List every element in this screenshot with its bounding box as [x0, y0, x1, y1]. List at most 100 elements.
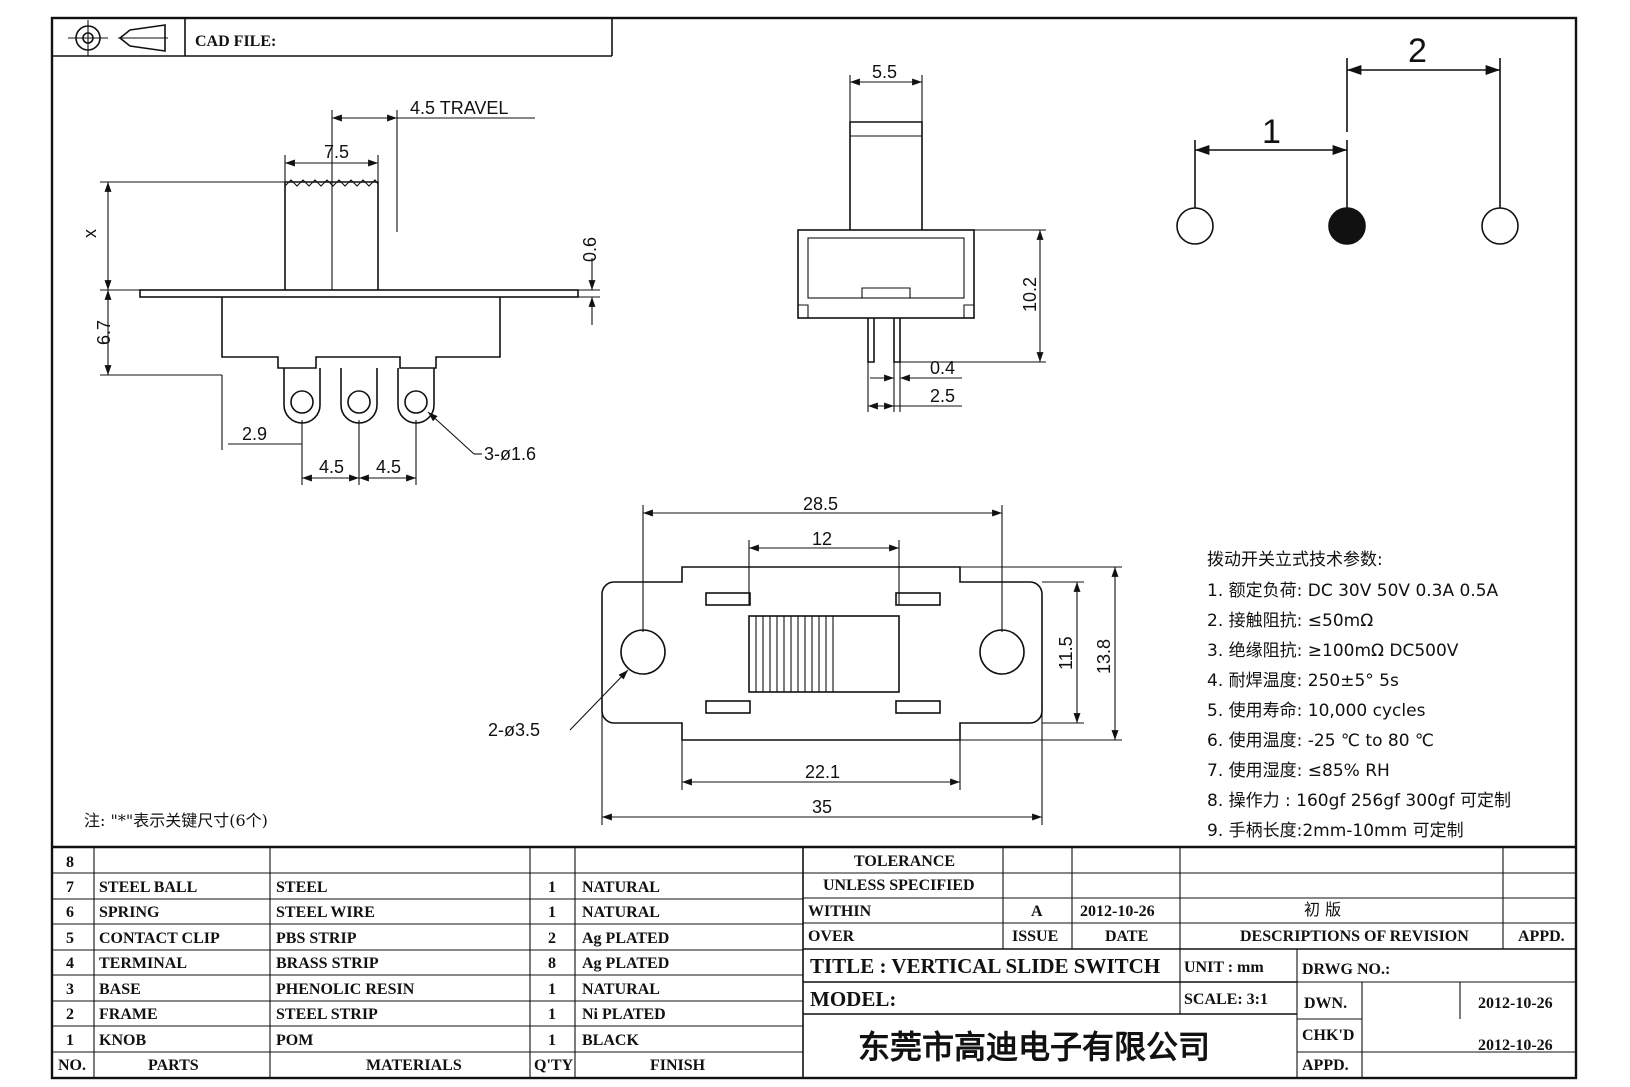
- spec-title: 拨动开关立式技术参数:: [1207, 550, 1383, 570]
- front-flange: [139, 289, 579, 298]
- bom-row: 5 CONTACT CLIP PBS STRIP 2 Ag PLATED: [66, 930, 669, 947]
- side-knob: [849, 121, 923, 230]
- unless-specified-label: UNLESS SPECIFIED: [823, 877, 975, 894]
- bom-material: STEEL WIRE: [276, 904, 375, 921]
- bom-row: 6 SPRING STEEL WIRE 1 NATURAL: [66, 904, 660, 921]
- drawn-label: DWN.: [1304, 995, 1347, 1012]
- mount-hole-right: [979, 629, 1025, 675]
- drawn-date: 2012-10-26: [1478, 995, 1553, 1012]
- bom-qty: 1: [548, 1032, 556, 1049]
- bottom-view: 28.5 12 11.5 13.8 2-ø3.5 22.1 35: [488, 494, 1122, 825]
- checked-label: CHK'D: [1302, 1027, 1354, 1044]
- bom-no: 3: [66, 981, 74, 998]
- bom-finish: Ag PLATED: [582, 930, 669, 947]
- bom-finish: BLACK: [582, 1032, 639, 1049]
- dim-flange: 0.6: [580, 237, 600, 262]
- header-box: CAD FILE:: [52, 18, 613, 57]
- bom-finish: Ag PLATED: [582, 955, 669, 972]
- spec-item: 6. 使用温度: -25 ℃ to 80 ℃: [1207, 730, 1434, 751]
- bom-material: STEEL STRIP: [276, 1006, 378, 1023]
- bom-finish: NATURAL: [582, 879, 660, 896]
- bom-no: 7: [66, 879, 74, 896]
- bom-material: POM: [276, 1032, 313, 1049]
- bom-no: 6: [66, 904, 74, 921]
- dim-pin-gap: 2.5: [930, 386, 955, 406]
- bom-header-row: NO. PARTS MATERIALS Q'TY FINISH: [58, 1057, 706, 1074]
- bom-material: PBS STRIP: [276, 930, 357, 947]
- switch-schematic: 1 2: [1176, 32, 1519, 245]
- unit-label: UNIT : mm: [1184, 959, 1264, 976]
- bom-no: 8: [66, 854, 74, 871]
- bom-table: 8 7 STEEL BALL STEEL 1 NATURAL 6 SPRING …: [52, 845, 1576, 1078]
- terminal-open-icon: [1176, 207, 1214, 245]
- terminal-common-icon: [1328, 207, 1366, 245]
- bom-material: PHENOLIC RESIN: [276, 981, 415, 998]
- approved-label: APPD.: [1302, 1057, 1349, 1074]
- bom-row: 2 FRAME STEEL STRIP 1 Ni PLATED: [66, 1006, 666, 1023]
- spec-item: 2. 接触阻抗: ≤50mΩ: [1207, 611, 1373, 631]
- bom-row: 7 STEEL BALL STEEL 1 NATURAL: [66, 879, 660, 896]
- bom-no: 2: [66, 1006, 74, 1023]
- bom-part: CONTACT CLIP: [99, 930, 220, 947]
- dim-outer-height: 13.8: [1094, 639, 1114, 674]
- title-block: TOLERANCE UNLESS SPECIFIED WITHIN OVER A…: [803, 847, 1576, 1078]
- issue-value: A: [1031, 903, 1043, 920]
- dim-slot: 12: [812, 529, 832, 549]
- dim-side-height: 10.2: [1020, 277, 1040, 312]
- front-terminal-3: [397, 368, 435, 424]
- checked-date: 2012-10-26: [1478, 1037, 1553, 1054]
- dim-travel: 4.5 TRAVEL: [410, 98, 508, 118]
- dim-mount-holes: 2-ø3.5: [488, 720, 540, 740]
- bom-part: SPRING: [99, 904, 160, 921]
- terminal-open-icon: [1481, 207, 1519, 245]
- scale-label: SCALE: 3:1: [1184, 991, 1268, 1008]
- front-terminal-1: [283, 368, 321, 424]
- knob-serration: [284, 179, 379, 187]
- model-label: MODEL:: [810, 987, 896, 1011]
- schematic-position-1: 1: [1262, 113, 1281, 151]
- spec-item: 9. 手柄长度:2mm-10mm 可定制: [1207, 821, 1464, 841]
- front-body: [221, 297, 501, 369]
- spec-item: 8. 操作力 : 160gf 256gf 300gf 可定制: [1207, 791, 1511, 811]
- dim-pin: 0.4: [930, 358, 955, 378]
- bom-material: STEEL: [276, 879, 328, 896]
- bom-part: STEEL BALL: [99, 879, 197, 896]
- bom-qty: 1: [548, 981, 556, 998]
- spec-item: 1. 额定负荷: DC 30V 50V 0.3A 0.5A: [1207, 581, 1499, 601]
- bom-part: BASE: [99, 981, 141, 998]
- bom-row: 1 KNOB POM 1 BLACK: [66, 1032, 639, 1049]
- issue-label: ISSUE: [1012, 928, 1058, 945]
- drawing-title: TITLE : VERTICAL SLIDE SWITCH: [810, 954, 1160, 978]
- bom-no: 5: [66, 930, 74, 947]
- drawing-border: [50, 16, 1578, 1080]
- company-name: 东莞市高迪电子有限公司: [858, 1028, 1210, 1066]
- side-body-frame: [797, 229, 975, 319]
- appd-label: APPD.: [1518, 928, 1565, 945]
- cad-file-label: CAD FILE:: [195, 33, 276, 50]
- mount-hole-left: [620, 629, 666, 675]
- bom-material: BRASS STRIP: [276, 955, 379, 972]
- bom-finish: NATURAL: [582, 904, 660, 921]
- bom-qty: 8: [548, 955, 556, 972]
- revision-date: 2012-10-26: [1080, 903, 1155, 920]
- date-label: DATE: [1105, 928, 1148, 945]
- revision-description: 初 版: [1304, 900, 1341, 919]
- within-label: WITHIN: [808, 903, 872, 920]
- bom-row-8: 8: [66, 854, 74, 871]
- dim-knob-height: x: [80, 229, 100, 238]
- bottom-outline: [601, 566, 1043, 741]
- dim-body-height: 6.7: [94, 320, 114, 345]
- bom-finish: Ni PLATED: [582, 1006, 666, 1023]
- bom-header-finish: FINISH: [650, 1057, 706, 1074]
- bom-row: 4 TERMINAL BRASS STRIP 8 Ag PLATED: [66, 955, 669, 972]
- descriptions-label: DESCRIPTIONS OF REVISION: [1240, 928, 1469, 945]
- bom-qty: 1: [548, 879, 556, 896]
- bom-qty: 2: [548, 930, 556, 947]
- dim-inner-height: 11.5: [1056, 636, 1076, 670]
- spec-item: 5. 使用寿命: 10,000 cycles: [1207, 700, 1426, 721]
- bom-part: KNOB: [99, 1032, 146, 1049]
- dim-knob-width: 7.5: [324, 142, 349, 162]
- dim-pitch-1: 4.5: [319, 457, 344, 477]
- dim-edge: 2.9: [242, 424, 267, 444]
